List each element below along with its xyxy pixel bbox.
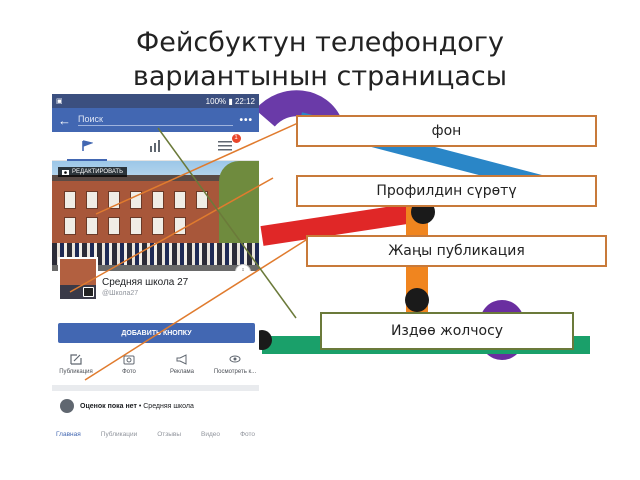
cover-window <box>64 217 76 235</box>
action-label: Реклама <box>169 369 195 375</box>
add-button[interactable]: ДОБАВИТЬ КНОПКУ <box>58 323 255 343</box>
hamburger-menu-icon <box>217 141 232 151</box>
search-input[interactable]: Поиск <box>78 114 234 126</box>
page-name: Средняя школа 27 <box>102 277 189 288</box>
cover-window <box>86 217 98 235</box>
camera-icon <box>123 355 135 365</box>
edit-cover-label: РЕДАКТИРОВАТЬ <box>72 169 124 175</box>
callout-profile: Профилдин сүрөтү <box>296 175 597 207</box>
tab-insights[interactable] <box>126 132 186 160</box>
cover-window <box>174 191 186 209</box>
cover-window <box>196 191 208 209</box>
tab-posts[interactable]: Публикации <box>100 431 138 438</box>
deco-red-band <box>260 202 422 246</box>
cover-photo[interactable]: РЕДАКТИРОВАТЬ i <box>52 161 259 271</box>
deco-dark-dot-2 <box>405 288 429 312</box>
bottom-tabs: Главная Публикации Отзывы Видео Фото <box>52 421 259 438</box>
callout-search-bar: Издөө жолчосу <box>320 312 574 350</box>
megaphone-icon <box>176 354 187 365</box>
rating-row[interactable]: Оценок пока нет • Средняя школа <box>52 391 259 421</box>
callout-fon: фон <box>296 115 597 147</box>
cover-window <box>64 191 76 209</box>
cover-window <box>174 217 186 235</box>
phone-screenshot: ▣ 100% ▮ 22:12 ← Поиск ••• 1 <box>52 94 259 465</box>
notification-badge: 1 <box>231 134 241 143</box>
edit-cover-button[interactable]: РЕДАКТИРОВАТЬ <box>58 167 128 177</box>
cover-window <box>108 191 120 209</box>
status-right: 100% ▮ 22:12 <box>205 96 255 106</box>
page-tab-row: 1 <box>52 132 259 161</box>
rating-bold: Оценок пока нет <box>80 402 137 410</box>
action-row: Публикация Фото Реклама Посмотреть к... <box>52 343 259 375</box>
cover-window <box>108 217 120 235</box>
tab-home[interactable]: Главная <box>56 431 81 438</box>
action-ads[interactable]: Реклама <box>162 353 202 375</box>
rating-category: • Средняя школа <box>136 402 194 410</box>
camera-icon[interactable] <box>83 287 94 297</box>
tab-page[interactable] <box>57 132 117 161</box>
tab-reviews[interactable]: Отзывы <box>157 431 182 438</box>
action-label: Фото <box>122 369 136 375</box>
cover-window <box>86 191 98 209</box>
bar-chart-icon <box>149 140 160 152</box>
action-view-as[interactable]: Посмотреть к... <box>213 353 257 375</box>
tab-menu[interactable]: 1 <box>195 132 255 160</box>
fb-header: ← Поиск ••• <box>52 108 259 132</box>
eye-icon <box>229 355 241 363</box>
slide-title-line-2: вариантынын страницасы <box>132 61 508 92</box>
slide-title-line-1: Фейсбуктун телефондогу <box>136 27 504 58</box>
profile-picture[interactable] <box>58 257 98 301</box>
chat-bubble-icon <box>60 399 74 413</box>
slide-title: Фейсбуктун телефондогу вариантынын стран… <box>0 26 640 94</box>
page-username: @Школа27 <box>102 290 139 297</box>
status-left: ▣ <box>56 98 63 105</box>
action-label: Посмотреть к... <box>213 369 257 375</box>
back-arrow-icon[interactable]: ← <box>58 112 71 128</box>
edit-icon <box>70 354 82 365</box>
cover-window <box>152 191 164 209</box>
tab-photos[interactable]: Фото <box>240 431 255 438</box>
cover-window <box>130 217 142 235</box>
more-menu-icon[interactable]: ••• <box>239 114 253 126</box>
cover-window <box>130 191 142 209</box>
camera-icon <box>62 170 69 175</box>
callout-new-post: Жаңы публикация <box>306 235 607 267</box>
section-divider <box>52 385 259 391</box>
cover-window <box>152 217 164 235</box>
tab-video[interactable]: Видео <box>201 431 221 438</box>
status-bar: ▣ 100% ▮ 22:12 <box>52 94 259 108</box>
action-post[interactable]: Публикация <box>56 353 96 375</box>
flag-icon <box>81 140 93 151</box>
action-label: Публикация <box>59 369 93 375</box>
profile-row: Средняя школа 27 @Школа27 <box>52 257 259 319</box>
action-photo[interactable]: Фото <box>109 353 149 375</box>
rating-text: Оценок пока нет • Средняя школа <box>80 403 194 410</box>
